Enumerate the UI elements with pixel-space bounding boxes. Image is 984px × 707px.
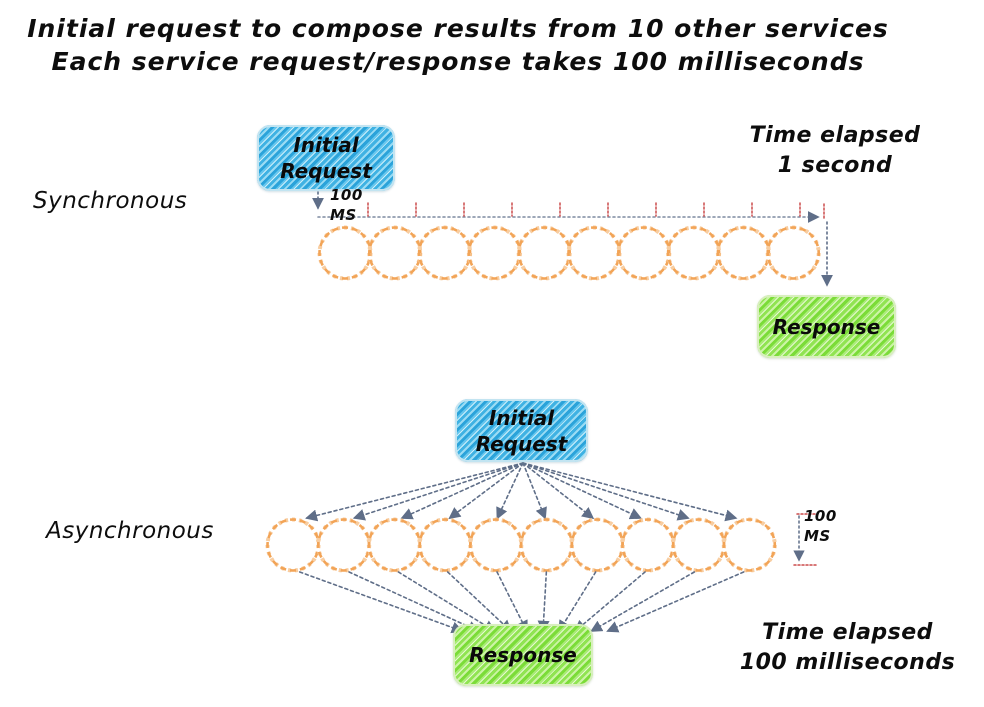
async-response-arrow	[348, 571, 480, 633]
async-response-box: Response	[453, 624, 593, 686]
service-circle	[367, 226, 422, 280]
service-circle	[316, 518, 371, 572]
service-circle	[266, 518, 320, 572]
async-latency-label: 100 MS	[804, 507, 837, 546]
async-response-arrow	[537, 571, 550, 633]
service-circle	[671, 518, 726, 572]
service-circle	[367, 518, 422, 572]
diagram-title: Initial request to compose results from …	[0, 13, 916, 78]
title-line-2: Each service request/response takes 100 …	[51, 46, 865, 76]
sync-response-box: Response	[757, 295, 896, 358]
service-circle	[418, 518, 472, 572]
async-section-label: Asynchronous	[46, 518, 214, 544]
title-line-1: Initial request to compose results from …	[27, 14, 889, 43]
async-request-arrow	[352, 462, 524, 521]
service-circle	[567, 226, 621, 280]
async-request-arrow	[522, 462, 595, 520]
sync-latency-label: 100 MS	[330, 186, 363, 225]
async-time-elapsed-line-1: Time elapsed	[762, 620, 933, 645]
async-response-arrow	[446, 571, 512, 633]
async-initial-request-box: Initial Request	[455, 399, 588, 462]
sync-initial-request-line-2: Request	[280, 159, 372, 183]
service-circle	[517, 226, 572, 280]
async-request-arrow	[522, 462, 547, 520]
async-request-arrow	[305, 462, 524, 522]
sync-time-elapsed: Time elapsed 1 second	[740, 121, 930, 180]
sync-section-label: Synchronous	[33, 188, 188, 214]
async-latency-value: 100	[804, 507, 837, 525]
sync-latency-value: 100	[330, 186, 363, 204]
service-circle	[417, 226, 472, 280]
service-circle	[468, 518, 523, 572]
service-circle	[570, 518, 625, 572]
sync-initial-request-line-1: Initial	[293, 133, 359, 157]
sync-initial-request-box: Initial Request	[257, 125, 395, 191]
async-request-arrow	[496, 462, 524, 520]
service-circle	[519, 518, 574, 572]
async-response-arrow	[574, 571, 646, 633]
service-circle	[766, 226, 821, 280]
async-response-label: Response	[469, 643, 577, 667]
service-circle	[666, 226, 721, 280]
async-response-arrow	[298, 571, 464, 634]
async-response-arrow	[606, 571, 745, 633]
service-circle	[621, 518, 675, 572]
async-latency-unit: MS	[804, 526, 831, 545]
service-circle	[467, 226, 522, 280]
async-request-arrow	[522, 462, 738, 522]
sync-response-label: Response	[772, 314, 881, 339]
async-initial-request-line-2: Request	[475, 431, 568, 456]
async-request-arrow	[400, 462, 524, 520]
async-initial-request-line-1: Initial	[488, 405, 555, 430]
async-response-arrow	[496, 571, 528, 633]
sync-time-elapsed-line-2: 1 second	[777, 152, 893, 178]
async-request-arrow	[522, 462, 643, 520]
async-request-arrow	[448, 462, 524, 520]
async-response-arrow	[558, 571, 597, 633]
async-request-arrow	[522, 462, 690, 521]
sync-latency-unit: MS	[330, 205, 357, 224]
service-circle	[716, 226, 771, 280]
service-circle	[722, 518, 777, 572]
sync-time-elapsed-line-1: Time elapsed	[749, 123, 921, 148]
service-circle	[318, 226, 372, 280]
service-circle	[616, 226, 671, 280]
async-time-elapsed-line-2: 100 milliseconds	[739, 649, 956, 675]
async-time-elapsed: Time elapsed 100 milliseconds	[735, 618, 960, 677]
async-response-arrow	[397, 571, 496, 632]
async-response-arrow	[590, 571, 696, 632]
